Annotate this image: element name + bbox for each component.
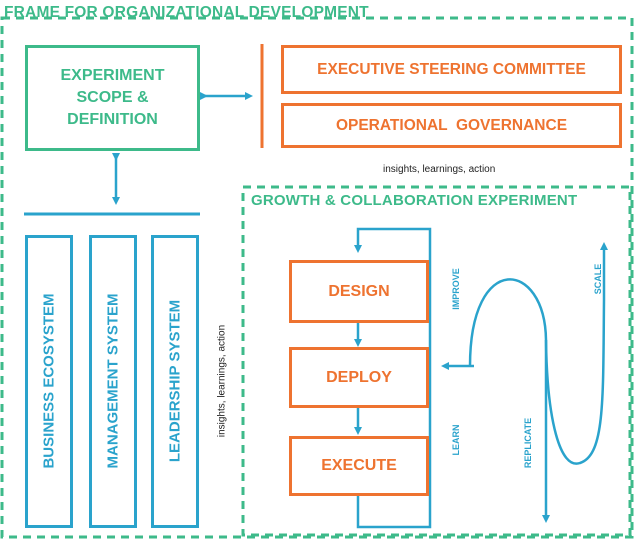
- experiment-line2: SCOPE &: [76, 89, 149, 106]
- business-ecosystem-column: [25, 235, 73, 528]
- executive-steering-committee-box: EXECUTIVE STEERING COMMITTEE: [281, 45, 622, 94]
- improve-loop-top: [354, 227, 432, 492]
- execute-label: EXECUTE: [321, 457, 397, 474]
- leadership-system-label: LEADERSHIP SYSTEM: [166, 299, 184, 463]
- experiment-line3: DEFINITION: [67, 111, 158, 128]
- design-box: DESIGN: [289, 260, 429, 323]
- operational-governance-label: OPERATIONAL GOVERNANCE: [335, 116, 568, 134]
- systems-insights-note: insights, learnings, action: [216, 324, 228, 438]
- experiment-scope-box: EXPERIMENT SCOPE & DEFINITION: [25, 45, 200, 151]
- scale-replicate-curve: [468, 242, 608, 465]
- improve-label: IMPROVE: [451, 268, 461, 310]
- experiment-line1: EXPERIMENT: [60, 67, 165, 84]
- executive-steering-label: EXECUTIVE STEERING COMMITTEE: [317, 60, 586, 78]
- improve-learn-loop: [356, 492, 432, 529]
- growth-dashed-frame: [241, 185, 632, 537]
- management-system-column: [89, 235, 137, 528]
- scale-label: SCALE: [593, 263, 603, 295]
- governance-insights-note: insights, learnings, action: [383, 164, 496, 175]
- frame-title: FRAME FOR ORGANIZATIONAL DEVELOPMENT: [4, 4, 369, 21]
- replicate-label: REPLICATE: [523, 417, 533, 469]
- design-label: DESIGN: [328, 282, 390, 300]
- growth-title: GROWTH & COLLABORATION EXPERIMENT: [251, 192, 578, 209]
- management-system-label: MANAGEMENT SYSTEM: [104, 293, 122, 469]
- operational-governance-box: OPERATIONAL GOVERNANCE: [281, 103, 622, 148]
- business-ecosystem-label: BUSINESS ECOSYSTEM: [40, 293, 58, 469]
- deploy-box: DEPLOY: [289, 347, 429, 408]
- learn-label: LEARN: [451, 424, 461, 456]
- deploy-label: DEPLOY: [326, 368, 392, 386]
- outer-dashed-frame: [0, 16, 634, 539]
- execute-box: EXECUTE: [289, 436, 429, 496]
- leadership-system-column: [151, 235, 199, 528]
